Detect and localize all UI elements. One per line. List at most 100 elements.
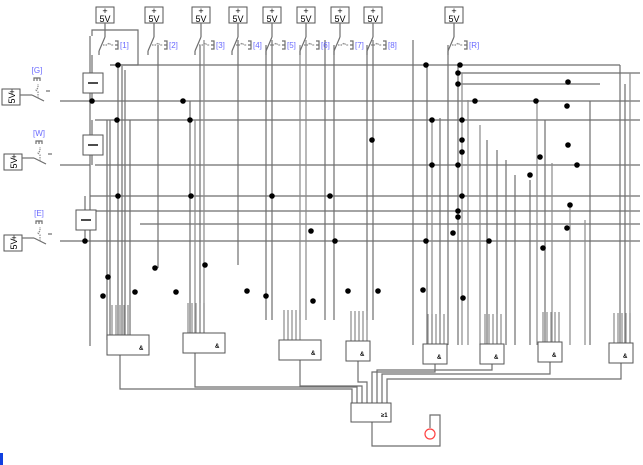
junction-node — [115, 62, 121, 68]
wire — [194, 353, 358, 403]
junction-node — [423, 62, 429, 68]
and-gate-label: & — [215, 344, 220, 350]
junction-node — [564, 103, 570, 109]
junction-node — [565, 79, 571, 85]
switch-blade — [231, 36, 239, 52]
switch-label: [4] — [253, 41, 262, 50]
wire — [371, 414, 441, 447]
wire — [357, 361, 368, 403]
inverter-gate — [82, 72, 104, 94]
switch-key-bracket — [383, 40, 387, 50]
power-source-5v: +5V — [330, 6, 350, 24]
junction-node — [310, 298, 316, 304]
junction-node — [486, 238, 492, 244]
and-gate-box — [422, 343, 448, 365]
switch-blade — [98, 36, 106, 52]
switch-actuator — [152, 42, 163, 46]
junction-node — [152, 265, 158, 271]
junction-node — [565, 142, 571, 148]
switch-key-bracket — [316, 40, 320, 50]
junction-node — [455, 81, 461, 87]
junction-node — [132, 289, 138, 295]
switch-actuator — [37, 227, 41, 241]
junction-node — [459, 149, 465, 155]
switch-label: [2] — [169, 41, 178, 50]
toggle-switch[interactable]: [8] — [366, 23, 397, 55]
power-source-label: 5V — [195, 14, 206, 24]
toggle-switch[interactable]: [1] — [98, 23, 129, 55]
junction-node — [455, 70, 461, 76]
switch-label: [1] — [120, 41, 129, 50]
wire — [381, 362, 551, 403]
toggle-switch[interactable]: [4] — [231, 23, 262, 55]
power-source-label: 5V — [7, 92, 17, 103]
junction-node — [263, 293, 269, 299]
switch-key-bracket — [248, 40, 252, 50]
power-source-label: 5V — [367, 14, 378, 24]
switch-label: [R] — [469, 41, 479, 50]
junction-node — [332, 238, 338, 244]
junction-node — [187, 117, 193, 123]
and-gate-box — [345, 340, 371, 362]
switch-key-bracket — [211, 40, 215, 50]
switch-key-bracket — [115, 40, 119, 50]
and-gate-box — [106, 334, 150, 356]
power-source-label: 5V — [300, 14, 311, 24]
power-source-label: 5V — [266, 14, 277, 24]
toggle-switch[interactable]: [W] — [22, 129, 52, 165]
junction-node — [527, 172, 533, 178]
junction-node — [455, 214, 461, 220]
wires — [60, 29, 640, 447]
wire — [386, 363, 622, 403]
junction-node — [567, 202, 573, 208]
junction-node — [574, 162, 580, 168]
junction-node — [450, 230, 456, 236]
switch-key-bracket — [464, 40, 468, 50]
toggle-switch[interactable]: [E] — [22, 209, 52, 245]
power-plus-sign: + — [370, 6, 375, 16]
toggle-switch[interactable]: [6] — [299, 23, 330, 55]
junction-node — [89, 98, 95, 104]
power-source-5v: 5V+ — [3, 152, 23, 171]
junction-node — [327, 193, 333, 199]
power-source-box — [3, 234, 23, 252]
switch-label: [6] — [321, 41, 330, 50]
switch-label: [G] — [32, 66, 43, 75]
switch-blade — [333, 36, 341, 52]
junction-node — [455, 162, 461, 168]
wire — [91, 29, 139, 66]
junction-node — [420, 287, 426, 293]
wire — [376, 364, 493, 403]
switch-actuator — [371, 42, 382, 46]
junction-node — [423, 238, 429, 244]
and-gate-label: & — [494, 355, 499, 361]
and-gate: & — [608, 342, 634, 364]
switch-key-bracket — [282, 40, 286, 50]
junction-node — [369, 137, 375, 143]
junction-node — [429, 162, 435, 168]
junction-node — [460, 295, 466, 301]
power-source-label: 5V — [448, 14, 459, 24]
and-gate-box — [537, 341, 563, 363]
junction-node — [244, 288, 250, 294]
power-source-5v: 5V+ — [3, 233, 23, 252]
inverter-gate — [75, 209, 97, 231]
toggle-switch[interactable]: [5] — [265, 23, 296, 55]
toggle-switch[interactable]: [G] — [20, 66, 50, 102]
switch-label: [7] — [355, 41, 364, 50]
switch-actuator — [338, 42, 349, 46]
power-source-5v: +5V — [228, 6, 248, 24]
toggle-switch[interactable]: [R] — [447, 23, 479, 55]
power-source-5v: +5V — [144, 6, 164, 24]
and-gate-label: & — [437, 355, 442, 361]
power-source-5v: +5V — [296, 6, 316, 24]
junction-node — [345, 288, 351, 294]
power-plus-sign: + — [451, 6, 456, 16]
toggle-switch[interactable]: [3] — [194, 23, 225, 55]
toggle-switch[interactable]: [2] — [147, 23, 178, 55]
switch-key-bracket — [35, 220, 43, 224]
toggle-switch[interactable]: [7] — [333, 23, 364, 55]
and-gate: & — [422, 343, 448, 365]
junction-node — [429, 117, 435, 123]
